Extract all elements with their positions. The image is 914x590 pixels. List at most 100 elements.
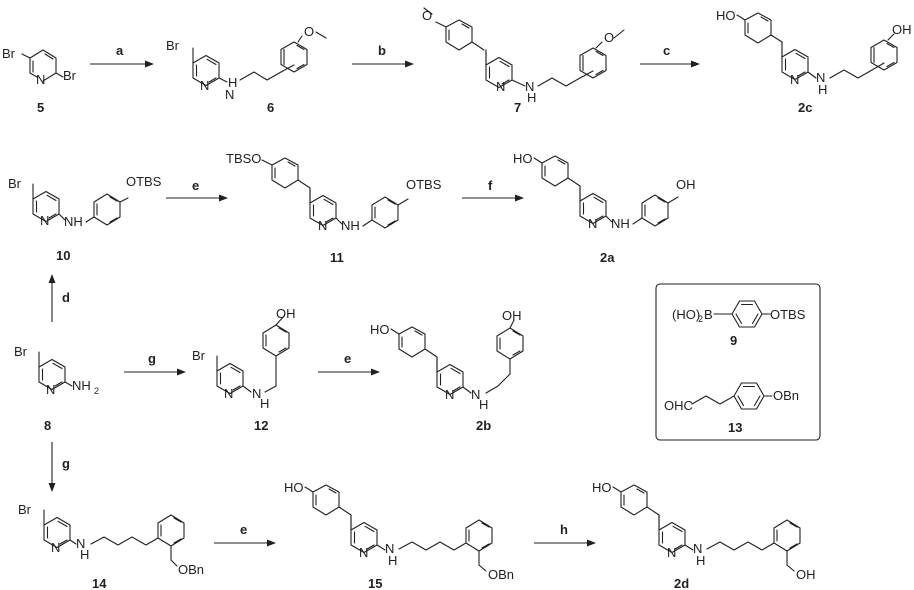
atom-label: O xyxy=(304,24,314,39)
atom-label: N xyxy=(496,79,505,94)
atom-label: B xyxy=(704,307,713,322)
arrow-e-row2: e xyxy=(166,178,228,202)
atom-label: Br xyxy=(63,68,77,83)
atom-label: N xyxy=(816,70,825,85)
atom-label: OH xyxy=(892,22,912,37)
compound-15: HO N N H OBn 15 xyxy=(284,480,514,590)
atom-label: OTBS xyxy=(770,307,806,322)
reagent-label: h xyxy=(560,522,568,537)
reagent-label: f xyxy=(488,178,493,193)
atom-subscript: 2 xyxy=(698,314,703,324)
atom-label: N xyxy=(76,536,85,551)
compound-label: 15 xyxy=(368,576,382,590)
atom-label: Br xyxy=(8,176,22,191)
atom-label: N xyxy=(790,72,799,87)
atom-label: OH xyxy=(676,177,696,192)
atom-label: N xyxy=(252,386,261,401)
atom-label: N xyxy=(225,87,234,102)
compound-label: 13 xyxy=(728,420,742,435)
reagent-box: (HO) 2 B OTBS 9 OHC OBn 13 xyxy=(655,283,821,441)
arrow-d: d xyxy=(48,274,70,322)
atom-label: OTBS xyxy=(126,174,162,189)
compound-label: 11 xyxy=(330,250,344,265)
reagent-label: a xyxy=(116,43,124,58)
arrow-g-down: g xyxy=(48,442,70,492)
atom-label: H xyxy=(696,553,705,568)
compound-label: 8 xyxy=(44,418,51,433)
compound-label: 12 xyxy=(254,418,268,433)
compound-12: Br N N H OH 12 xyxy=(192,306,296,433)
atom-label: N xyxy=(471,387,480,402)
atom-label: TBSO xyxy=(226,151,261,166)
atom-label: NH xyxy=(611,216,630,231)
arrow-e-row4: e xyxy=(214,522,276,547)
compound-label: 5 xyxy=(37,100,44,115)
reagent-label: e xyxy=(240,522,247,537)
reagent-label: b xyxy=(378,43,386,58)
compound-label: 6 xyxy=(267,100,274,115)
atom-label: HO xyxy=(284,480,304,495)
arrow-g-right: g xyxy=(124,351,186,376)
compound-2d: HO N N H OH 2d xyxy=(592,480,816,590)
atom-label: Br xyxy=(18,502,32,517)
atom-label: OH xyxy=(796,567,816,582)
atom-label: OBn xyxy=(178,562,204,577)
atom-label: H xyxy=(479,397,488,412)
atom-label: OBn xyxy=(773,388,799,403)
atom-label: N xyxy=(40,213,49,228)
compound-7: O N N H O 7 xyxy=(422,7,625,115)
atom-label: OBn xyxy=(488,567,514,582)
atom-label: N xyxy=(36,72,45,87)
atom-label: N xyxy=(359,545,368,560)
atom-label: H xyxy=(260,396,269,411)
compound-14: Br N N H OBn 14 xyxy=(18,502,204,590)
atom-subscript: 2 xyxy=(94,386,99,396)
atom-label: (HO) xyxy=(672,307,700,322)
atom-label: O xyxy=(604,30,614,45)
compound-8: Br N NH 2 8 xyxy=(14,344,99,433)
atom-label: N xyxy=(693,541,702,556)
compound-label: 10 xyxy=(56,248,70,263)
compound-11: TBSO N NH OTBS 11 xyxy=(226,151,442,265)
compound-label: 2a xyxy=(600,250,615,265)
atom-label: NH xyxy=(72,378,91,393)
atom-label: OTBS xyxy=(406,177,442,192)
atom-label: N xyxy=(385,541,394,556)
atom-label: HO xyxy=(592,480,612,495)
atom-label: N xyxy=(667,545,676,560)
arrow-b: b xyxy=(352,43,414,68)
atom-label: N xyxy=(588,216,597,231)
arrow-a: a xyxy=(90,43,154,68)
atom-label: O xyxy=(422,8,432,23)
atom-label: H xyxy=(818,82,827,97)
atom-label: NH xyxy=(64,214,83,229)
atom-label: Br xyxy=(14,344,28,359)
compound-5: Br N Br 5 xyxy=(2,46,77,115)
atom-label: N xyxy=(445,387,454,402)
compound-label: 2d xyxy=(674,576,689,590)
arrow-h: h xyxy=(534,522,596,547)
arrow-c: c xyxy=(640,43,700,68)
reagent-label: g xyxy=(62,456,70,471)
reagent-label: d xyxy=(62,290,70,305)
atom-label: H xyxy=(80,547,89,562)
atom-label: N xyxy=(318,218,327,233)
atom-label: HO xyxy=(716,8,736,23)
atom-label: OH xyxy=(502,308,522,323)
atom-label: OH xyxy=(276,306,296,321)
compound-label: 7 xyxy=(514,100,521,115)
compound-label: 14 xyxy=(92,576,107,590)
compound-2b: HO N N H OH 2b xyxy=(370,308,524,433)
compound-6: Br N H N O 6 xyxy=(166,24,327,115)
reagent-label: e xyxy=(344,351,351,366)
atom-label: OHC xyxy=(664,398,693,413)
atom-label: N xyxy=(525,79,534,94)
atom-label: H xyxy=(527,90,536,105)
compound-10: Br N NH OTBS 10 xyxy=(8,174,162,263)
atom-label: N xyxy=(51,540,60,555)
atom-label: H xyxy=(388,553,397,568)
atom-label: Br xyxy=(2,46,16,61)
atom-label: N xyxy=(224,386,233,401)
arrow-f: f xyxy=(462,178,524,202)
